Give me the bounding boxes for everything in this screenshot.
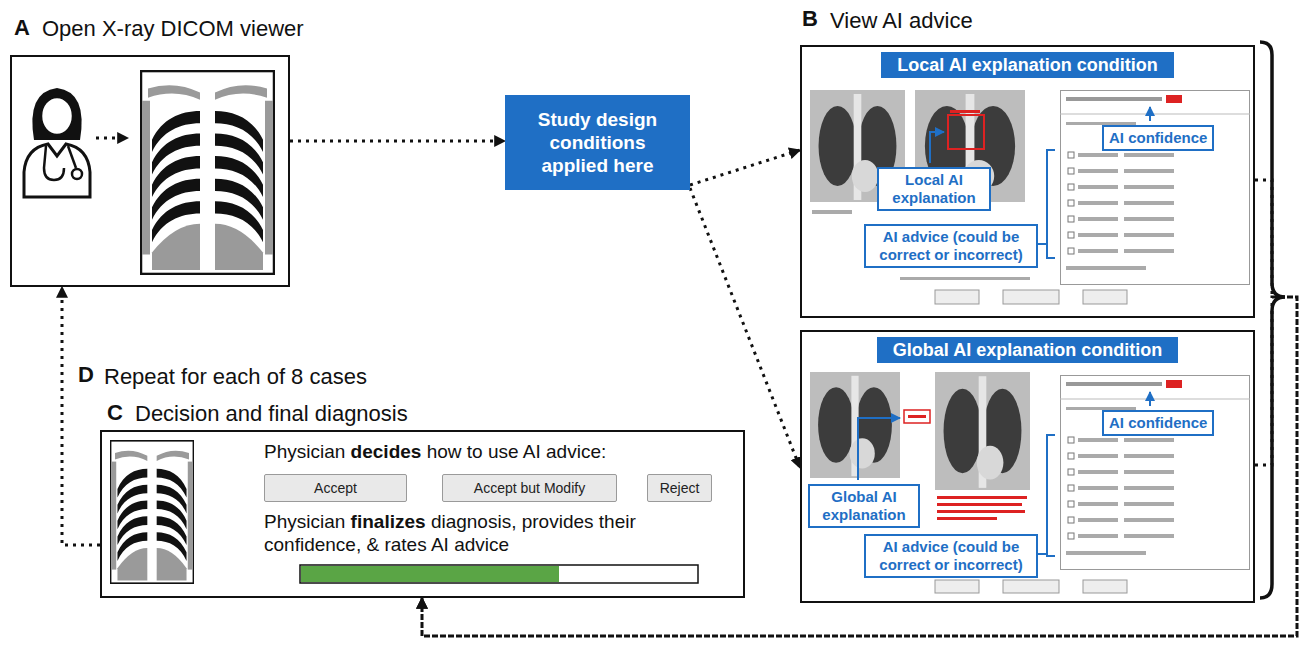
callout-box: AI advice (could be correct or incorrect… [864,534,1038,578]
box-text: Study design conditions applied here [515,108,680,177]
global-screenshot [908,415,926,418]
confidence-slider [300,565,698,583]
callout-text: Global AI explanation [815,488,913,524]
global-screenshot [937,510,1025,513]
doctor-icon [41,97,73,135]
panel-heading: Decision and final diagnosis [135,401,408,427]
global-screenshot [1060,376,1250,570]
panel-heading: View AI advice [830,8,973,34]
panel-box: CDecision and final diagnosisPhysician d… [100,430,745,598]
global-screenshot [937,517,997,520]
callout-box: AI advice (could be correct or incorrect… [864,224,1038,268]
doctor-icon [72,169,82,179]
button-label: Accept [314,480,357,497]
global-screenshot [810,372,1250,593]
panel-letter: D [78,362,94,388]
global-screenshot [935,580,979,593]
callout-text: AI confidence [1109,129,1207,147]
emphasis: decides [351,441,422,462]
dotted-arrow [96,137,128,140]
callout-text: AI confidence [1109,414,1207,432]
callout-text: AI advice (could be correct or incorrect… [871,538,1031,574]
button: Reject [647,474,712,502]
chest-xray-illustration [111,441,194,584]
local-screenshot [1083,290,1127,304]
local-screenshot [1149,107,1151,121]
condition-panel: Global AI explanation conditionGlobal AI… [800,330,1255,603]
button-label: Accept but Modify [474,480,585,497]
doctor-icon [68,146,76,168]
panel-letter: B [802,6,818,32]
doctor-icon [32,88,81,140]
local-screenshot [930,132,944,163]
panel-box: AOpen X-ray DICOM viewer [10,55,290,287]
callout-box: AI confidence [1102,125,1214,151]
panel-letter: C [107,400,123,426]
confidence-slider [301,566,559,582]
local-screenshot [935,290,979,304]
button: Accept but Modify [442,474,617,502]
panel-heading: Open X-ray DICOM viewer [42,16,304,42]
global-screenshot [1003,580,1059,593]
local-screenshot [948,115,984,149]
local-screenshot [1036,150,1055,258]
callout-box: AI confidence [1102,410,1214,436]
chest-xray-illustration [141,71,274,274]
condition-band: Local AI explanation condition [881,52,1173,78]
doctor-icon [44,146,64,180]
button: Accept [264,474,407,502]
global-screenshot [937,496,1027,499]
dotted-connector [690,150,800,185]
instruction-text: Physician decides how to use AI advice: [264,440,606,463]
callout-text: AI advice (could be correct or incorrect… [871,228,1031,264]
local-screenshot [1003,290,1059,304]
edge-label: Repeat for each of 8 cases [104,364,367,390]
button-label: Reject [660,480,700,497]
instruction-text: Physician finalizes diagnosis, provides … [264,510,704,556]
local-screenshot [900,277,1030,280]
condition-panel: Local AI explanation conditionLocal AI e… [800,45,1255,318]
global-screenshot [937,503,1022,506]
global-screenshot [858,418,900,480]
dotted-connector [62,287,100,545]
callout-box: Global AI explanation [808,484,920,528]
local-screenshot [812,210,852,214]
dotted-connector [422,297,1297,636]
curly-bracket [1260,42,1285,598]
global-screenshot [904,410,930,423]
process-box: Study design conditions applied here [505,95,690,190]
dotted-connector [690,188,800,468]
global-screenshot [1149,392,1151,406]
global-screenshot [935,372,1030,490]
callout-box: Local AI explanation [877,167,991,211]
emphasis: finalizes [351,511,426,532]
callout-text: Local AI explanation [884,171,984,207]
condition-band: Global AI explanation condition [877,337,1178,363]
local-screenshot [1060,91,1250,285]
panel-letter: A [14,15,30,41]
doctor-icon [24,144,90,197]
local-screenshot [950,110,980,113]
doctor-icon [24,88,90,197]
confidence-slider [300,565,698,583]
dotted-connector [290,140,505,143]
global-screenshot [1083,580,1127,593]
global-screenshot [1036,435,1055,556]
global-screenshot [810,372,900,478]
local-screenshot [810,90,1250,304]
